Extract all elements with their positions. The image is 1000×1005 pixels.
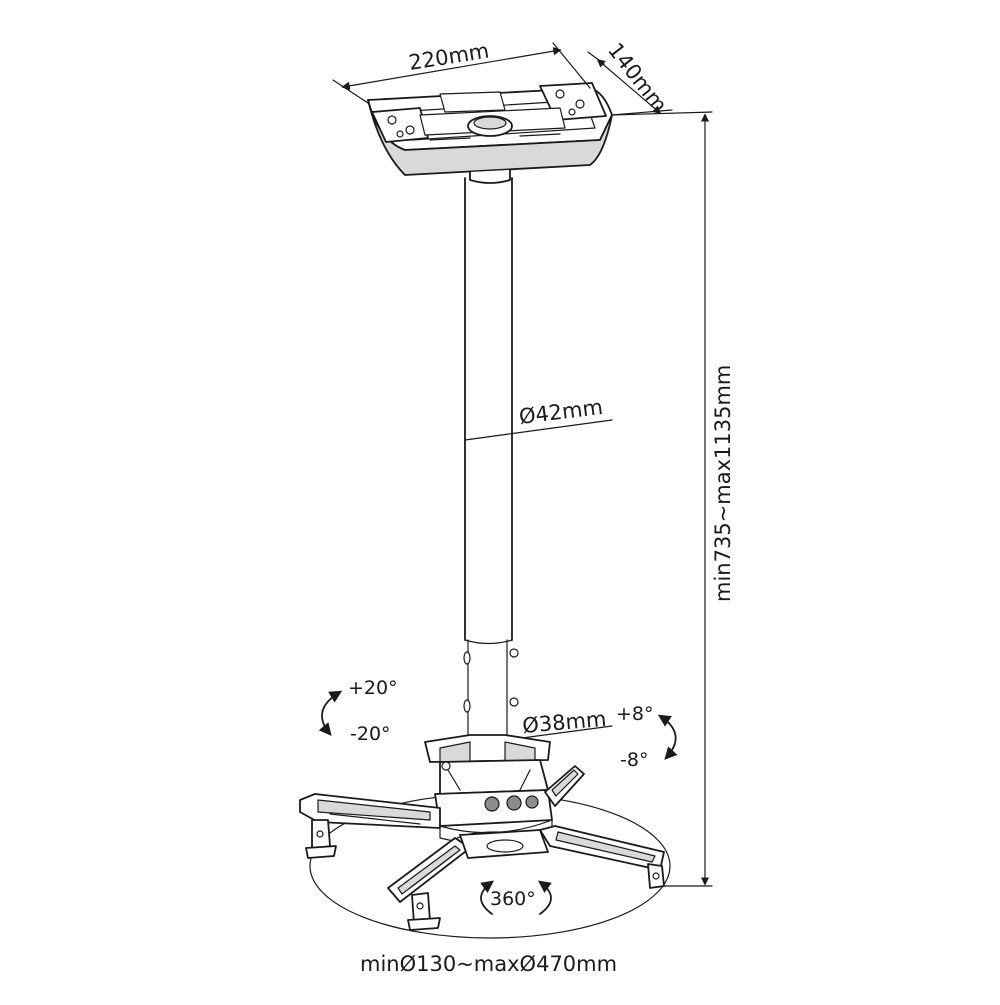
swivel-plus-label: +8° [616, 703, 654, 725]
height-range-label: min735~max1135mm [711, 365, 735, 602]
arm-left-lower [387, 837, 471, 931]
inner-pole-diameter-dimension: Ø38mm [506, 707, 613, 741]
rotation-label: 360° [490, 888, 536, 910]
tilt-down-label: -20° [350, 723, 391, 745]
tilt-up-label: +20° [348, 677, 398, 699]
arm-span-label: minØ130~maxØ470mm [360, 952, 617, 976]
inner-pole-diameter-label: Ø38mm [521, 707, 607, 738]
swivel-minus-label: -8° [620, 749, 648, 771]
central-pivot [459, 829, 549, 859]
pole-diameter-dimension: Ø42mm [464, 395, 613, 441]
swivel-indicator: +8° -8° [616, 703, 678, 771]
tilt-indicator: +20° -20° [318, 677, 398, 745]
arm-left-upper [299, 793, 441, 859]
rotation-indicator: 360° [480, 880, 552, 915]
pole-diameter-label: Ø42mm [518, 395, 604, 429]
arm-right-upper [544, 765, 585, 807]
pole [463, 177, 519, 746]
plate-depth-label: 140mm [603, 38, 672, 117]
arm-right-lower [539, 825, 665, 889]
ceiling-plate [367, 82, 613, 184]
height-dimension: min735~max1135mm [611, 111, 735, 887]
